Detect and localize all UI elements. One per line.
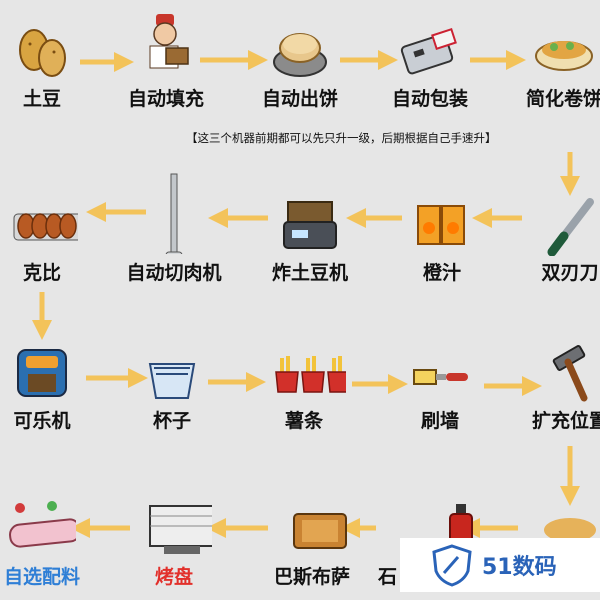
watermark-text: 51数码: [482, 555, 557, 580]
potato-icon: [19, 29, 66, 77]
chef-box-icon: [149, 14, 189, 69]
node-fryer: 炸土豆机: [262, 196, 358, 296]
node-auto-pancake: 自动出饼: [252, 22, 348, 122]
ingredients-icon: [9, 501, 76, 548]
watermark: 51数码: [400, 538, 600, 592]
node-orange-juice: 橙汁: [394, 196, 490, 296]
node-partial-right: [522, 500, 600, 600]
node-double-knife: 双刃刀: [522, 196, 600, 296]
juice-box-icon: [417, 205, 465, 245]
node-kebbe: 克比: [0, 196, 90, 296]
paintbrush-icon: [413, 369, 468, 385]
label-fries: 薯条: [284, 410, 323, 432]
label-partial: 石: [378, 566, 398, 588]
fryer-icon: [283, 201, 337, 249]
shield-logo-icon: [432, 544, 472, 587]
label-auto-pack: 自动包装: [391, 88, 468, 110]
node-simple-roll: 简化卷饼: [516, 22, 600, 122]
oven-tray-icon: [149, 505, 212, 554]
pancake-machine-icon: [273, 33, 327, 77]
cups-icon: [148, 363, 196, 399]
node-auto-pack: 自动包装: [382, 22, 478, 122]
label-kebbe: 克比: [22, 262, 61, 284]
label-potato: 土豆: [22, 88, 61, 110]
node-custom: 自选配料: [0, 500, 90, 600]
basbousa-icon: [293, 513, 347, 549]
fries-icon: [275, 356, 346, 393]
wrap-icon: [535, 41, 593, 71]
node-fries: 薯条: [256, 344, 352, 444]
food-tray-icon: [544, 518, 596, 542]
hammer-icon: [552, 345, 588, 402]
slicer-icon: [165, 173, 183, 254]
label-simple-roll: 简化卷饼: [525, 88, 600, 110]
node-expand: 扩充位置: [522, 344, 600, 444]
node-cup: 杯子: [124, 344, 220, 444]
node-paint: 刷墙: [392, 344, 488, 444]
label-auto-pancake: 自动出饼: [261, 88, 338, 110]
node-basbousa: 巴斯布萨: [272, 500, 368, 600]
knife-icon: [547, 198, 594, 256]
label-paint: 刷墙: [420, 410, 459, 432]
node-potato: 土豆: [0, 22, 90, 122]
node-cola: 可乐机: [0, 344, 90, 444]
label-auto-slicer: 自动切肉机: [126, 262, 222, 284]
node-auto-slicer: 自动切肉机: [126, 173, 222, 296]
node-auto-fill: 自动填充: [118, 14, 214, 122]
upgrade-note: 【这三个机器前期都可以先只升一级，后期根据自己手速升】: [186, 131, 497, 145]
label-expand: 扩充位置: [531, 410, 600, 432]
node-oven: 烤盘: [126, 500, 222, 600]
label-cola: 可乐机: [13, 410, 71, 432]
label-auto-fill: 自动填充: [127, 88, 204, 110]
label-basbousa: 巴斯布萨: [273, 566, 350, 588]
packing-machine-icon: [400, 27, 457, 75]
label-custom: 自选配料: [3, 566, 80, 588]
label-cup: 杯子: [152, 410, 191, 432]
label-fryer: 炸土豆机: [271, 262, 348, 284]
label-double-knife: 双刃刀: [541, 262, 599, 284]
label-oven: 烤盘: [154, 566, 193, 588]
kebbe-icon: [13, 213, 78, 241]
cola-machine-icon: [17, 349, 67, 397]
label-orange-juice: 橙汁: [422, 262, 461, 284]
